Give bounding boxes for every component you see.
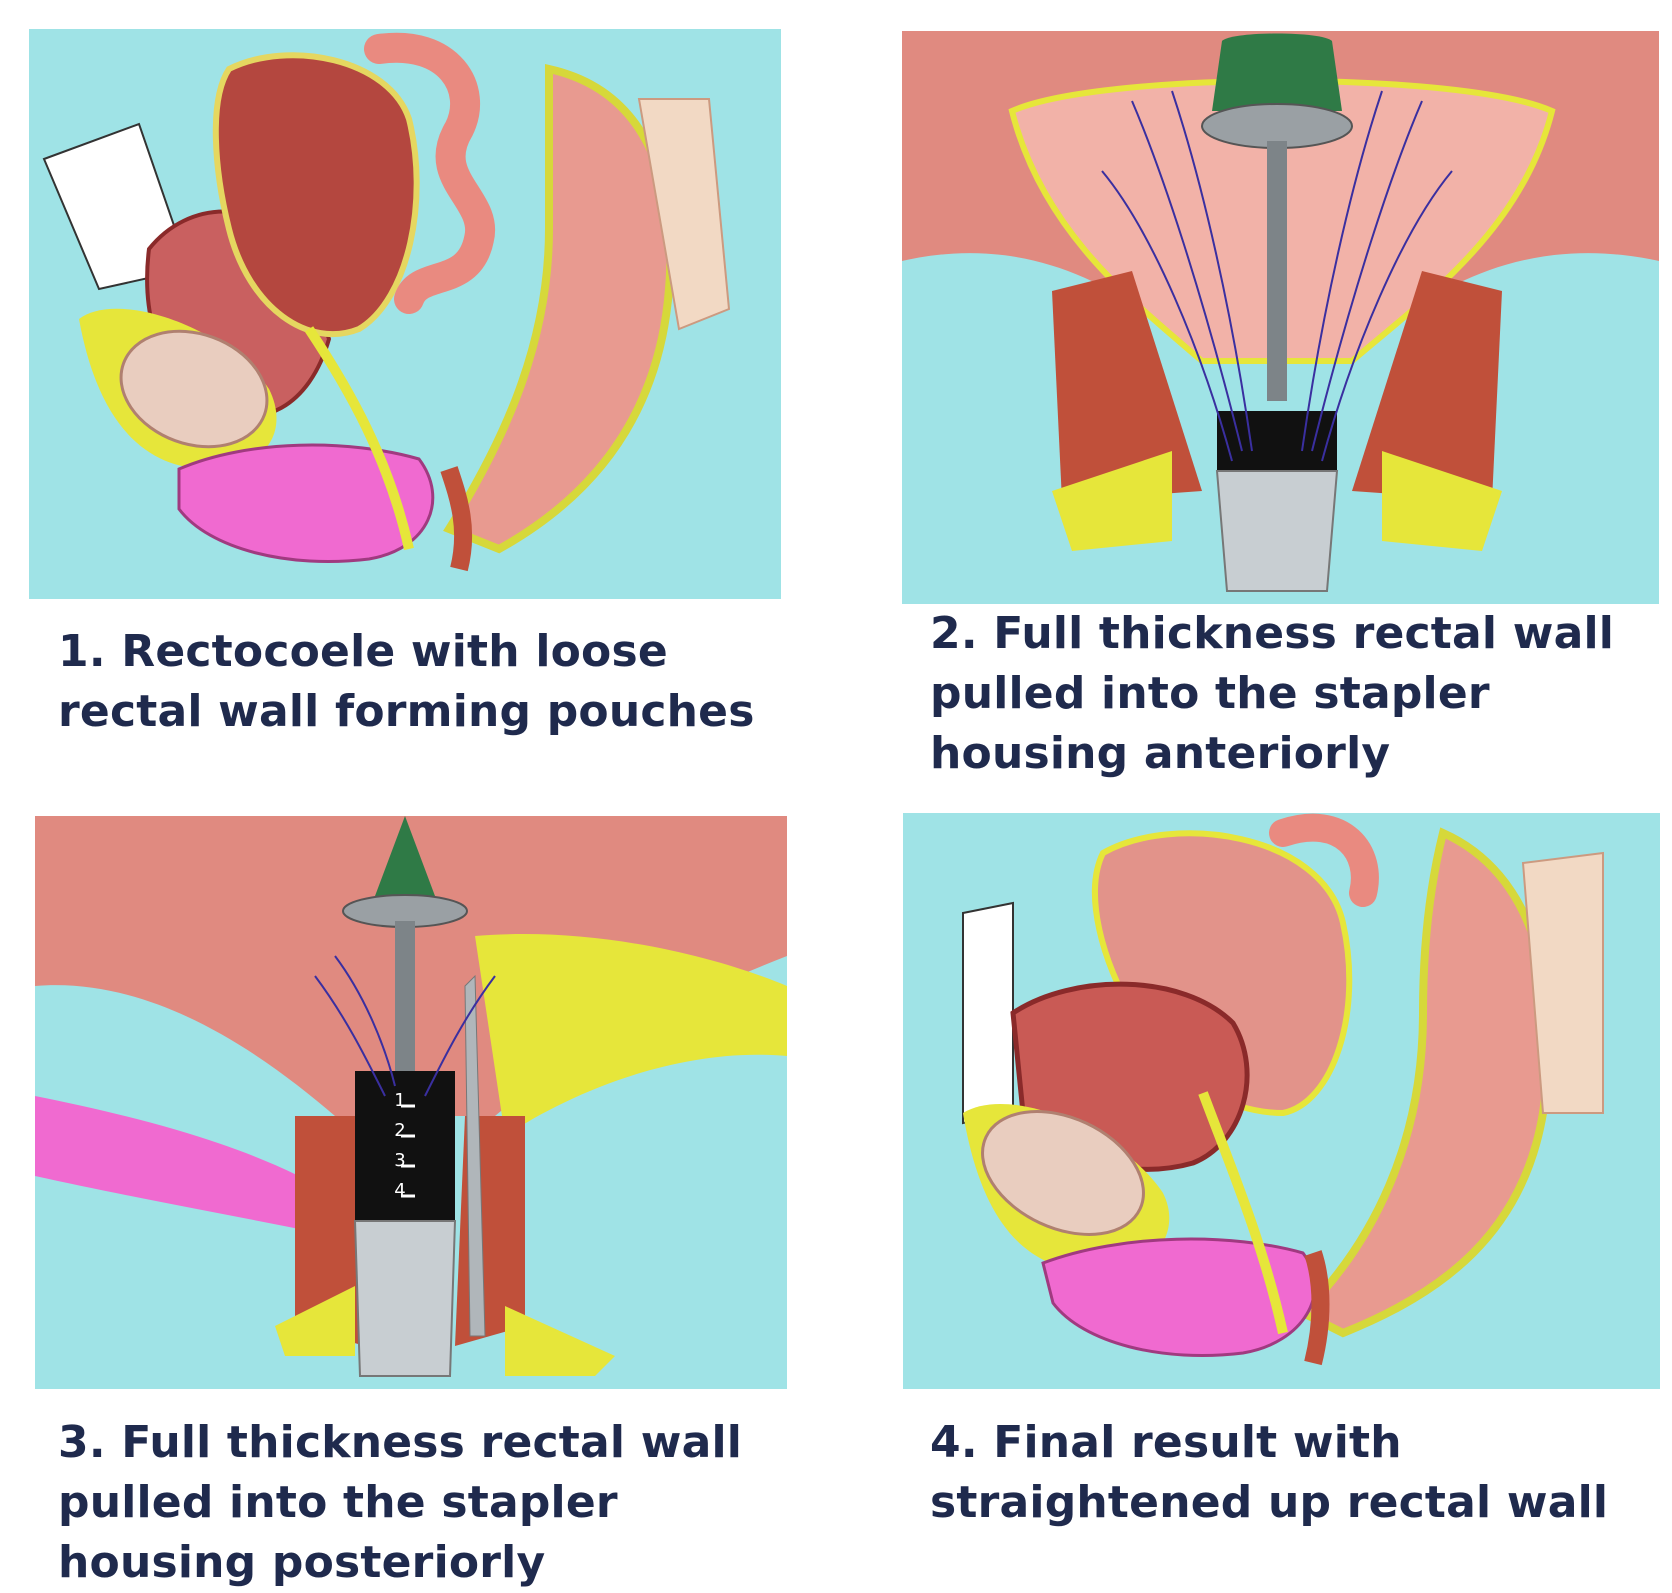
stapler-marking: 4 <box>394 1180 406 1201</box>
stapler-anterior-illustration <box>902 31 1659 604</box>
stapler-marking: 2 <box>394 1120 406 1141</box>
stapler-marking: 3 <box>394 1150 406 1171</box>
stapler-posterior-illustration <box>35 816 787 1389</box>
caption-line: rectal wall forming pouches <box>58 686 755 737</box>
caption-step-3: 3. Full thickness rectal wall pulled int… <box>58 1413 742 1593</box>
stapler-anterior-illustration <box>902 31 1659 604</box>
stapler-posterior-illustration: 1 2 3 4 <box>35 816 787 1389</box>
caption-line: 1. Rectocoele with loose <box>58 626 668 677</box>
final-result-illustration <box>903 813 1660 1389</box>
caption-line: 3. Full thickness rectal wall <box>58 1417 743 1468</box>
caption-line: pulled into the stapler <box>930 668 1490 719</box>
caption-line: pulled into the stapler <box>58 1477 618 1528</box>
caption-step-1: 1. Rectocoele with loose rectal wall for… <box>58 622 755 742</box>
caption-line: 4. Final result with <box>930 1417 1402 1468</box>
stapler-marking: 1 <box>394 1090 406 1111</box>
final-result-anatomy-illustration <box>903 813 1660 1389</box>
caption-line: straightened up rectal wall <box>930 1477 1609 1528</box>
rectocoele-anatomy-illustration <box>29 29 781 599</box>
rectocoele-illustration <box>29 29 781 599</box>
stapler-markings: 1 2 3 4 <box>375 1086 425 1206</box>
caption-line: housing anteriorly <box>930 728 1391 779</box>
caption-step-4: 4. Final result with straightened up rec… <box>930 1413 1608 1533</box>
caption-step-2: 2. Full thickness rectal wall pulled int… <box>930 604 1614 784</box>
caption-line: housing posteriorly <box>58 1537 546 1588</box>
caption-line: 2. Full thickness rectal wall <box>930 608 1615 659</box>
